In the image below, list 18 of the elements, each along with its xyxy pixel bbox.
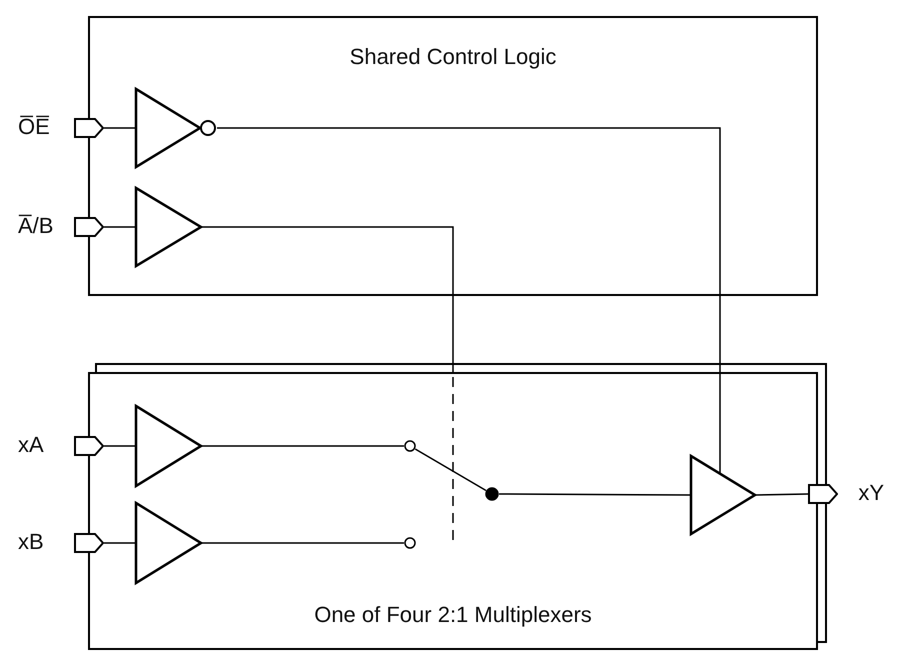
pin-label: xA [18, 432, 44, 458]
signal-line [217, 127, 721, 474]
signal-line [202, 542, 404, 544]
signal-line [499, 493, 690, 496]
signal-line [104, 542, 135, 544]
function-block [88, 16, 818, 296]
block-title: One of Four 2:1 Multiplexers [314, 602, 592, 628]
pin-label: O̅E̅ [18, 114, 50, 140]
block-title: Shared Control Logic [350, 44, 556, 70]
signal-line [104, 226, 135, 228]
signal-line [104, 127, 135, 129]
signal-line [104, 445, 135, 447]
switch-arm [414, 448, 486, 492]
pin-label: xB [18, 529, 44, 555]
signal-line [202, 445, 404, 447]
pin-label: xY [858, 480, 884, 506]
signal-line [756, 493, 808, 496]
pin-label: A̅/B [18, 213, 54, 239]
